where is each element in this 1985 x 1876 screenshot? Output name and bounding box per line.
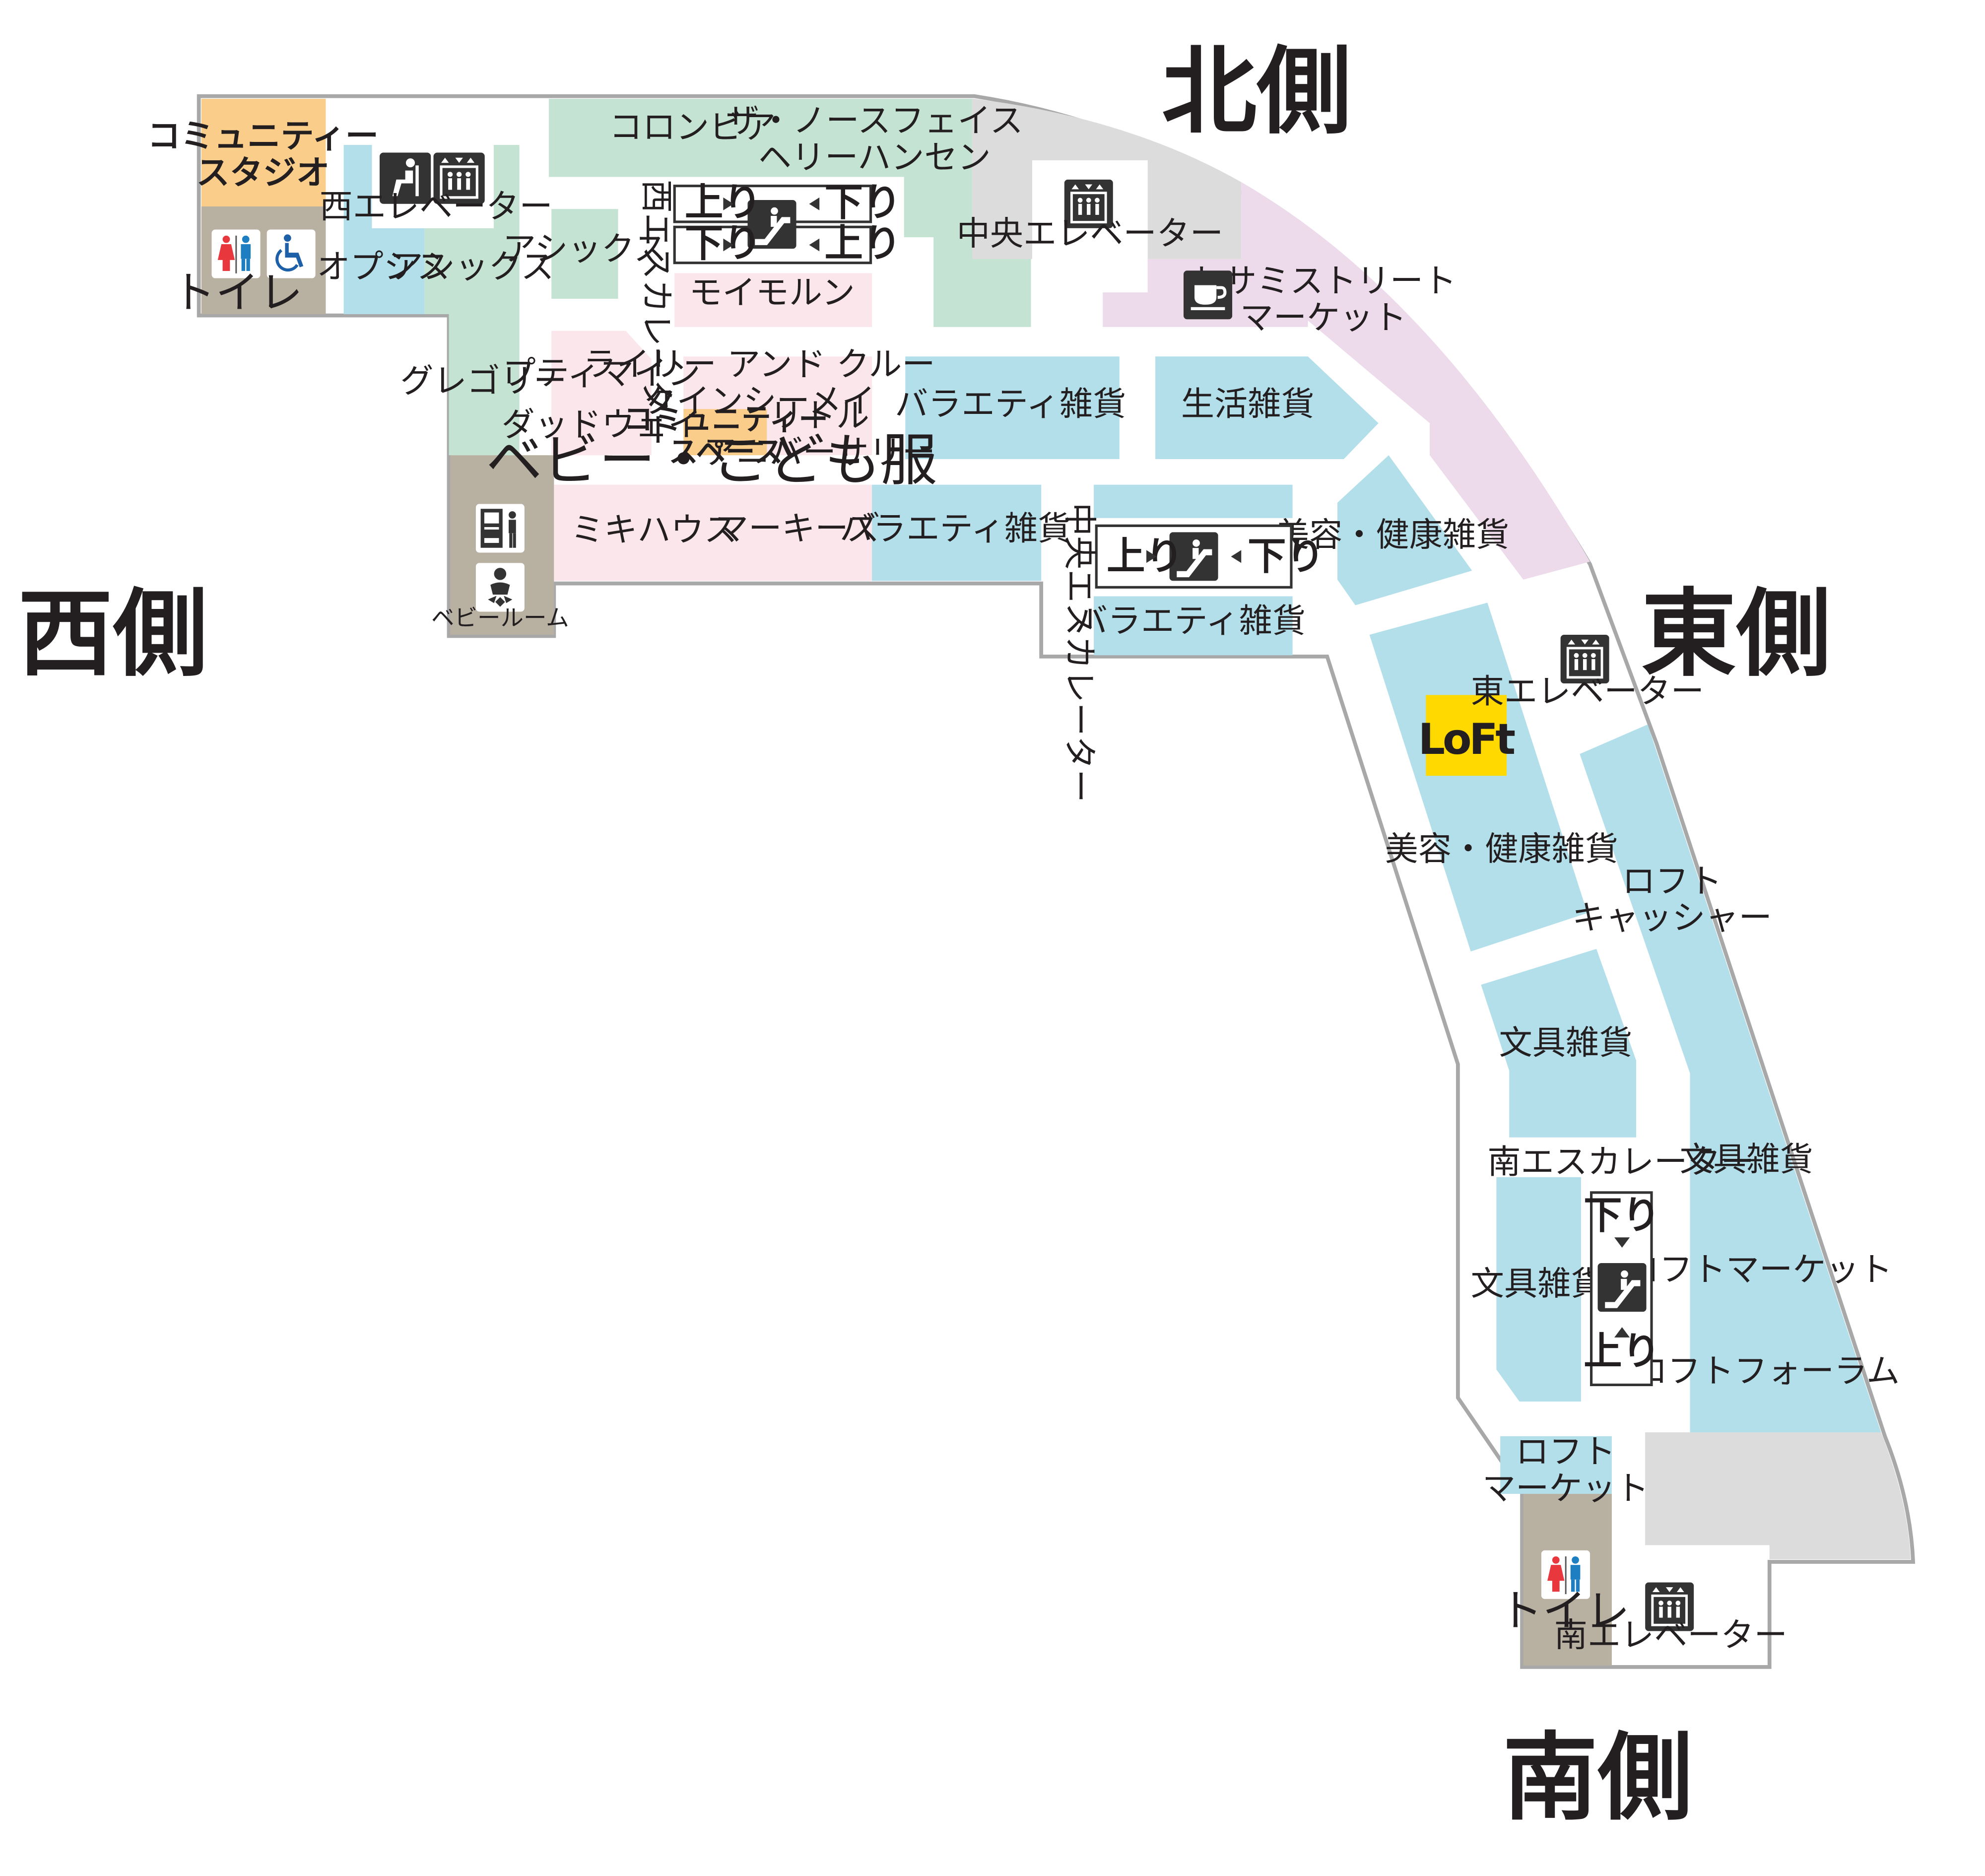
miki-house-markeys-area[interactable]: [554, 484, 872, 581]
beauty-label-2: 美容・健康雑貨: [1385, 830, 1618, 869]
miki-house-label: ミキハウス: [571, 510, 737, 549]
moimoln-area[interactable]: [674, 273, 872, 327]
south-escalator[interactable]: 下り 上り: [1584, 1191, 1660, 1387]
east-label: 東側: [1641, 580, 1831, 690]
sesame-street-label: セサミストリートマーケット: [1190, 262, 1456, 337]
central-escalator-label: 中央エスカレーター: [1060, 503, 1099, 803]
beauty-area-1[interactable]: [1337, 455, 1472, 605]
west-esc-up-1: 上り: [685, 180, 762, 225]
lily-crew-label: ライリー アンド クルークインシーメイ: [583, 345, 935, 420]
west-esc-down-2: 下り: [685, 221, 762, 266]
loft-cashier-label: ロフトキャッシャー: [1572, 862, 1772, 937]
west-label: 西側: [18, 580, 207, 690]
community-space-label: コミュニティースペース: [623, 403, 828, 469]
central-escalator-top-area[interactable]: [1094, 484, 1293, 518]
gregory-label: グレゴリー: [400, 362, 567, 401]
south-escalator-label: 南エスカレーター: [1487, 1142, 1754, 1181]
obsis-label: オプシス: [317, 248, 450, 286]
south-label: 南側: [1503, 1723, 1692, 1833]
dadway-label: ダッドウェイ: [501, 405, 701, 444]
petit-main-label: プティマイン: [503, 354, 701, 393]
variety-area-2[interactable]: [905, 356, 1120, 459]
beauty-label-1: 美容・健康雑貨: [1276, 516, 1509, 554]
central-esc-up: 上り: [1107, 534, 1184, 579]
little-anniversary-label: リトルアニバーサリー: [703, 396, 935, 471]
moimoln-label: モイモルン: [689, 273, 855, 312]
stationery-label-1: 文具雑貨: [1499, 1023, 1633, 1062]
variety-area-3[interactable]: [1094, 596, 1293, 656]
markeys-label: マーキーズ: [715, 509, 880, 548]
stationery-area-1[interactable]: [1481, 948, 1637, 1138]
columbia-northface-area[interactable]: [549, 98, 972, 237]
loft-market-label: ロフトマーケット: [1626, 1250, 1892, 1289]
loft-cashier-area[interactable]: [1580, 724, 1881, 1433]
west-escalator-label: 西エスカレーター: [637, 180, 676, 446]
loft-beauty-area[interactable]: [1369, 603, 1588, 952]
south-esc-up: 上り: [1584, 1329, 1660, 1374]
cafe-icon[interactable]: [1184, 270, 1232, 319]
columbia-label: コロンビア: [609, 108, 776, 146]
north-face-label: ザ・ノースフェイスヘリーハンセン: [726, 101, 1023, 177]
stationery-area-3[interactable]: [1496, 1177, 1581, 1402]
community-studio-label: コミュニティースタジオ: [147, 117, 379, 192]
loft-forum-label: ロフトフォーラム: [1634, 1351, 1900, 1390]
community-space-area[interactable]: [683, 409, 767, 456]
central-elevator-label: 中央エレベーター: [957, 214, 1223, 253]
north-green-strip[interactable]: [904, 98, 1031, 327]
loft-market-small-area[interactable]: [1500, 1436, 1612, 1494]
variety-area-1[interactable]: [872, 484, 1042, 581]
north-label: 北側: [1162, 37, 1351, 147]
toilet-west-label: トイレ: [172, 267, 303, 318]
south-esc-down: 下り: [1584, 1193, 1660, 1238]
central-esc-down: 下り: [1248, 534, 1324, 579]
asics-left-area[interactable]: [551, 209, 618, 299]
west-escalator[interactable]: 上り 下り 下り 上り: [673, 180, 902, 266]
stationery-label-3: 文具雑貨: [1471, 1265, 1604, 1303]
toilet-south-label: トイレ: [1499, 1585, 1630, 1636]
loft-logo[interactable]: LoFt: [1418, 695, 1518, 776]
petit-main-dadway-area[interactable]: [551, 331, 652, 456]
life-goods-area[interactable]: [1155, 356, 1379, 459]
community-studio-area[interactable]: [201, 98, 326, 206]
closed-gray-north: [972, 98, 1242, 259]
life-goods-label: 生活雑貨: [1181, 385, 1315, 423]
variety-label-3: バラエティ雑貨: [1074, 602, 1306, 640]
east-elevator-label: 東エレベーター: [1471, 672, 1704, 711]
asics-right-label: アシックス: [390, 248, 554, 286]
vending-machine-icon[interactable]: [475, 504, 525, 553]
south-escalator-icon: [1597, 1263, 1647, 1312]
west-esc-up-2: 上り: [825, 221, 902, 266]
west-elevator-label: 西エレベーター: [320, 187, 553, 226]
closed-gray-south: [1645, 1432, 1911, 1559]
west-esc-down-1: 下り: [825, 180, 902, 225]
baby-room-label: ベビールーム: [431, 604, 569, 631]
central-escalator[interactable]: 上り 下り: [1095, 524, 1324, 589]
loft-market-small-label: ロフトマーケット: [1482, 1432, 1649, 1508]
south-elevator-label: 南エレベーター: [1554, 1616, 1787, 1655]
asics-left-label: アシックス: [503, 229, 667, 268]
stationery-label-2: 文具雑貨: [1680, 1140, 1813, 1179]
loft-logo-text: LoFt: [1418, 715, 1515, 764]
baby-kids-label: ベビー・こども服: [486, 427, 937, 493]
variety-label-1: バラエティ雑貨: [840, 509, 1071, 548]
variety-label-2: バラエティ雑貨: [895, 385, 1126, 423]
